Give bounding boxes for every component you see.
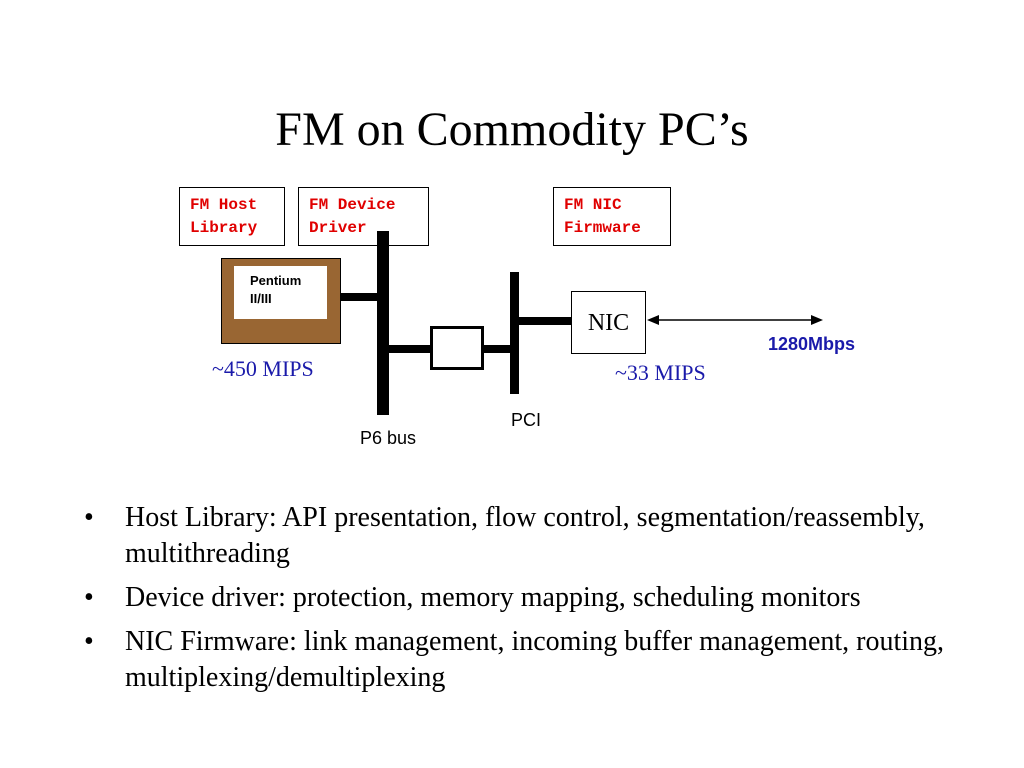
bridge-right-connector bbox=[484, 345, 514, 353]
bullet-text: Device driver: protection, memory mappin… bbox=[125, 582, 861, 613]
bullet-item: • Host Library: API presentation, flow c… bbox=[84, 500, 964, 572]
p6-bus-line bbox=[377, 231, 389, 415]
bullet-text: Host Library: API presentation, flow con… bbox=[125, 502, 925, 569]
cpu-label: Pentium II/III bbox=[234, 266, 327, 319]
bullet-text: NIC Firmware: link management, incoming … bbox=[125, 626, 945, 693]
bullet-dot: • bbox=[84, 626, 94, 657]
bullet-dot: • bbox=[84, 502, 94, 533]
nic-box: NIC bbox=[571, 291, 646, 354]
bullet-list: • Host Library: API presentation, flow c… bbox=[84, 500, 964, 704]
bullet-dot: • bbox=[84, 582, 94, 613]
fm-nic-firmware-label: FM NIC Firmware bbox=[553, 187, 671, 246]
link-arrow bbox=[647, 315, 823, 325]
nic-label: NIC bbox=[587, 310, 630, 336]
pci-label: PCI bbox=[511, 410, 542, 430]
pci-bus-line bbox=[510, 272, 519, 394]
cpu-label-text: Pentium II/III bbox=[250, 273, 302, 306]
nic-bus-connector bbox=[514, 317, 571, 325]
slide-title: FM on Commodity PC’s bbox=[275, 103, 749, 156]
cpu-bus-connector bbox=[341, 293, 381, 301]
link-rate: 1280Mbps bbox=[768, 334, 856, 354]
nic-speed: ~33 MIPS bbox=[615, 360, 706, 385]
fm-device-driver-label: FM Device Driver bbox=[298, 187, 429, 246]
bullet-item: • Device driver: protection, memory mapp… bbox=[84, 580, 964, 616]
p6-bus-label: P6 bus bbox=[360, 428, 417, 448]
fm-host-library-label: FM Host Library bbox=[179, 187, 285, 246]
cpu-speed: ~450 MIPS bbox=[212, 356, 314, 381]
bridge-left-connector bbox=[385, 345, 430, 353]
bus-bridge bbox=[430, 326, 484, 370]
bullet-item: • NIC Firmware: link management, incomin… bbox=[84, 624, 964, 696]
